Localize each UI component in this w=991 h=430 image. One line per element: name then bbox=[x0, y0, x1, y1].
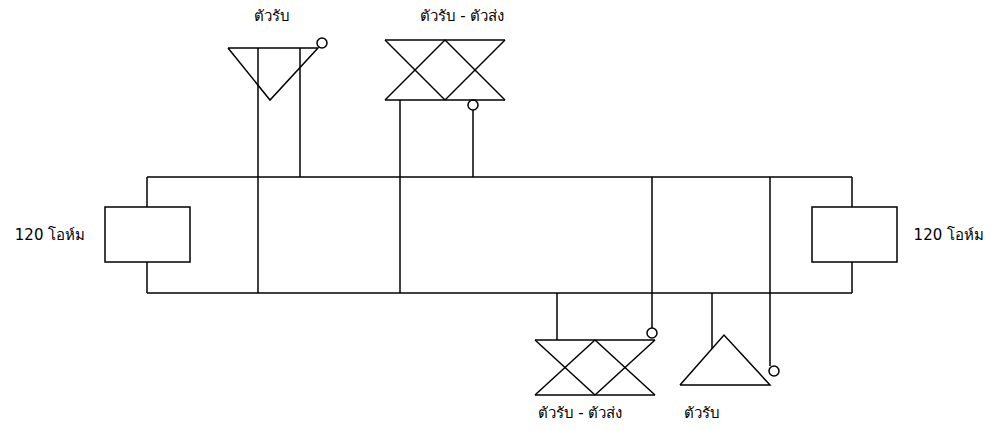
resistor-label: 120 โอห์ม bbox=[13, 226, 87, 244]
resistor-label: 120 โอห์ม bbox=[912, 226, 986, 244]
component-label: ตัวรับ bbox=[252, 7, 292, 25]
resistor-symbol bbox=[105, 207, 190, 262]
receiver-symbol bbox=[228, 38, 327, 293]
bus-line-high bbox=[147, 176, 852, 178]
wire bbox=[146, 177, 148, 207]
receiver-symbol bbox=[680, 177, 779, 385]
wire bbox=[851, 262, 853, 293]
resistor-symbol bbox=[812, 207, 897, 262]
component-label: ตัวรับ - ตัวส่ง bbox=[536, 404, 625, 422]
component-label: ตัวรับ - ตัวส่ง bbox=[418, 7, 507, 25]
wire bbox=[851, 177, 853, 207]
bus-line-low bbox=[147, 292, 852, 294]
component-label: ตัวรับ bbox=[682, 404, 722, 422]
transceiver-symbol bbox=[385, 40, 505, 293]
transceiver-symbol bbox=[535, 177, 657, 395]
wire bbox=[146, 262, 148, 293]
